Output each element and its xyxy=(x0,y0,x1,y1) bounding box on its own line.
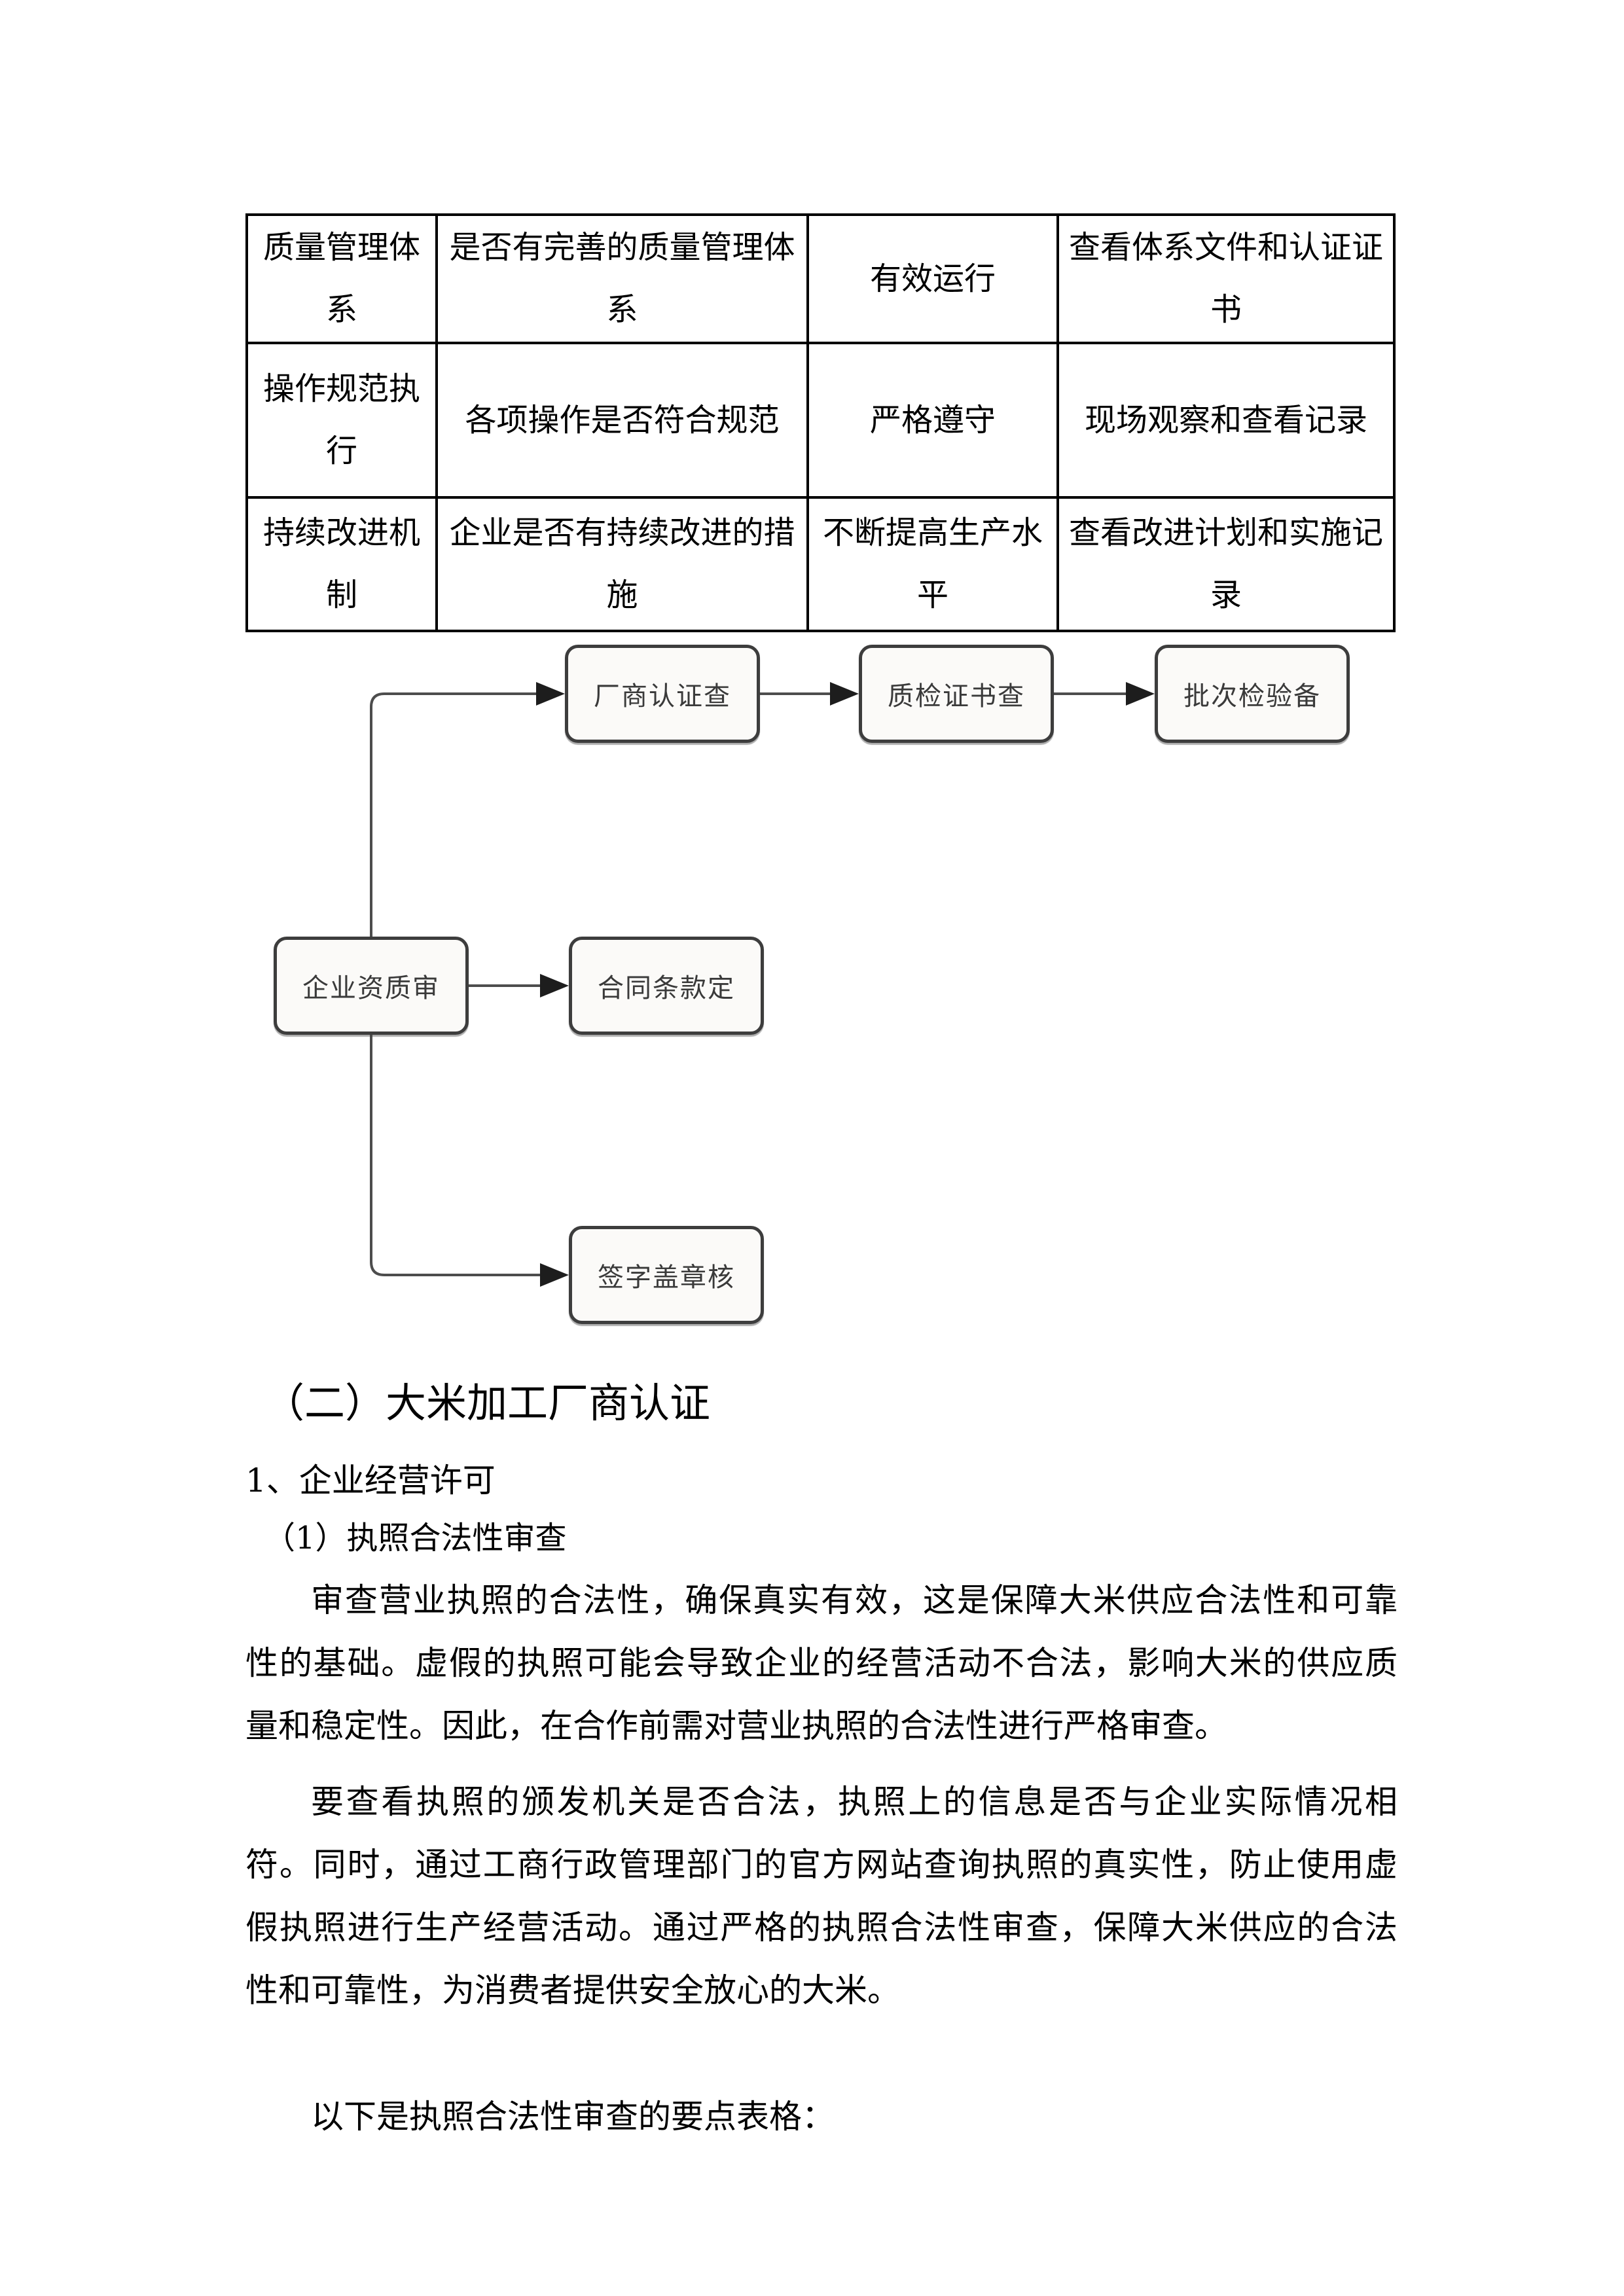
paragraph-line: 要查看执照的颁发机关是否合法，执照上的信息是否与企业实际情况相 xyxy=(311,1783,1398,1821)
table-cell: 不断提高生产水平 xyxy=(806,496,1059,632)
flowchart-node-batch-inspect: 批次检验备 xyxy=(1155,645,1350,743)
table-cell: 严格遵守 xyxy=(806,342,1059,499)
paragraph-line: 符。同时，通过工商行政管理部门的官方网站查询执照的真实性，防止使用虚 xyxy=(245,1846,1398,1884)
table-row: 质量管理体系 是否有完善的质量管理体系 有效运行 查看体系文件和认证证书 xyxy=(245,213,1396,344)
subsection-heading: 1、企业经营许可 xyxy=(245,1462,496,1499)
table-cell: 操作规范执行 xyxy=(245,342,438,499)
arrowhead-icon xyxy=(1126,682,1155,706)
arrowhead-icon xyxy=(540,1263,569,1287)
paragraph-2: 要查看执照的颁发机关是否合法，执照上的信息是否与企业实际情况相 符。同时，通过工… xyxy=(245,1770,1398,2022)
flowchart-node-enterprise-qual: 企业资质审 xyxy=(274,937,469,1035)
paragraph-line: 量和稳定性。因此，在合作前需对营业执照的合法性进行严格审查。 xyxy=(245,1707,1227,1745)
table-cell: 是否有完善的质量管理体系 xyxy=(435,213,809,344)
paragraph-line: 性的基础。虚假的执照可能会导致企业的经营活动不合法，影响大米的供应质 xyxy=(245,1644,1398,1682)
table-row: 操作规范执行 各项操作是否符合规范 严格遵守 现场观察和查看记录 xyxy=(245,342,1396,499)
table-cell: 持续改进机制 xyxy=(245,496,438,632)
document-content: 质量管理体系 是否有完善的质量管理体系 有效运行 查看体系文件和认证证书 操作规… xyxy=(245,213,1398,2148)
quality-review-table: 质量管理体系 是否有完善的质量管理体系 有效运行 查看体系文件和认证证书 操作规… xyxy=(245,213,1396,632)
paragraph-line: 性和可靠性，为消费者提供安全放心的大米。 xyxy=(245,1971,900,2009)
flowchart-node-contract-terms: 合同条款定 xyxy=(569,937,764,1035)
table-cell: 查看改进计划和实施记录 xyxy=(1056,496,1396,632)
flowchart-node-qc-certificate: 质检证书查 xyxy=(859,645,1054,743)
table-cell: 企业是否有持续改进的措施 xyxy=(435,496,809,632)
closing-line: 以下是执照合法性审查的要点表格： xyxy=(311,2098,835,2136)
arrowhead-icon xyxy=(536,682,565,706)
table-cell: 质量管理体系 xyxy=(245,213,438,344)
certification-flowchart: 厂商认证查 质检证书查 批次检验备 企业资质审 合同条款定 签字盖章核 xyxy=(245,635,1398,1352)
arrowhead-icon xyxy=(830,682,859,706)
table-cell: 查看体系文件和认证证书 xyxy=(1056,213,1396,344)
table-cell: 现场观察和查看记录 xyxy=(1056,342,1396,499)
table-cell: 各项操作是否符合规范 xyxy=(435,342,809,499)
paragraph-1: 审查营业执照的合法性，确保真实有效，这是保障大米供应合法性和可靠 性的基础。虚假… xyxy=(245,1569,1398,1757)
flowchart-node-factory-cert: 厂商认证查 xyxy=(565,645,760,743)
flowchart-connector-lines xyxy=(370,682,1155,1287)
section-heading: （二）大米加工厂商认证 xyxy=(264,1379,711,1427)
paragraph-line: 假执照进行生产经营活动。通过严格的执照合法性审查，保障大米供应的合法 xyxy=(245,1909,1398,1946)
table-cell: 有效运行 xyxy=(806,213,1059,344)
flowchart-node-sign-seal: 签字盖章核 xyxy=(569,1226,764,1324)
arrowhead-icon xyxy=(540,974,569,997)
table-row: 持续改进机制 企业是否有持续改进的措施 不断提高生产水平 查看改进计划和实施记录 xyxy=(245,496,1396,632)
paragraph-line: 审查营业执照的合法性，确保真实有效，这是保障大米供应合法性和可靠 xyxy=(311,1581,1398,1619)
subsection-heading2: （1）执照合法性审查 xyxy=(264,1520,567,1556)
